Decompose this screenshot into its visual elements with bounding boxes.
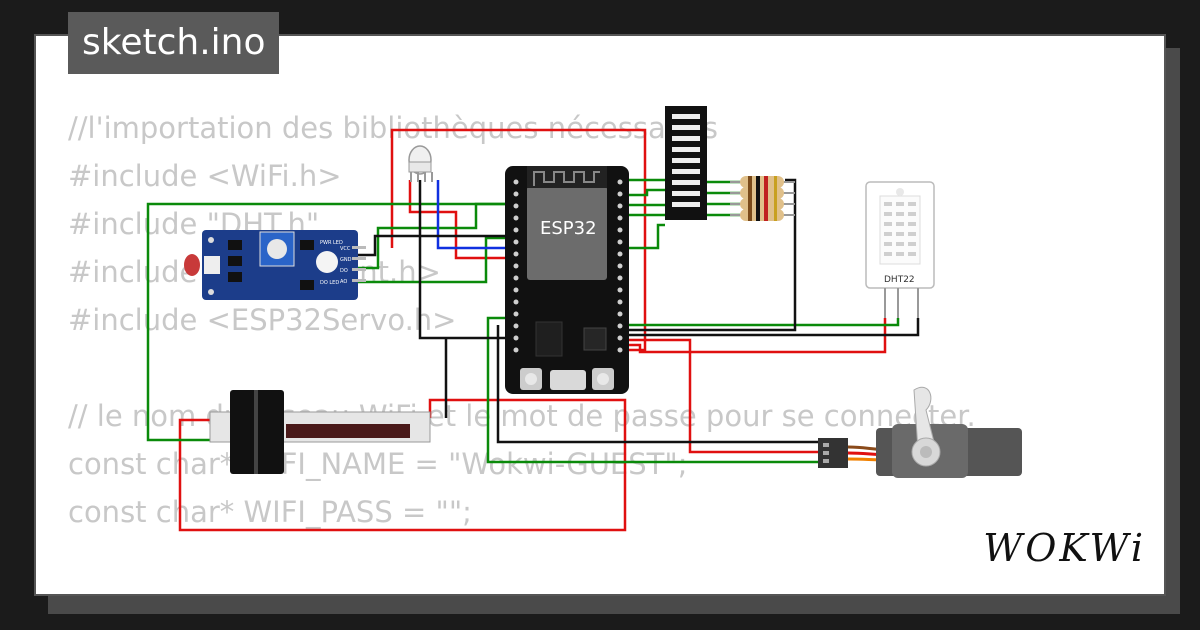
sketch-title: sketch.ino [68, 12, 280, 74]
wires [146, 128, 920, 532]
do-pin-label: DO [340, 268, 348, 274]
vcc-pin-label: VCC [340, 246, 351, 252]
esp32-board-icon[interactable]: ESP32 [505, 166, 629, 394]
code-line: #include <WiFi.h> [68, 159, 342, 193]
rgb-led-icon[interactable] [408, 145, 433, 182]
slide-potentiometer-icon[interactable] [209, 390, 431, 474]
do-led-label: DO LED [320, 280, 339, 286]
ao-pin-label: AO [340, 279, 347, 285]
code-line: #include <ESP32Servo.h> [68, 303, 457, 337]
gnd-pin-label: GND [340, 257, 352, 263]
code-line: //l'importation des bibliothèques nécess… [68, 111, 719, 145]
servo-motor-icon[interactable] [818, 387, 1022, 478]
code-line: const char* WIFI_PASS = ""; [68, 495, 472, 529]
ldr-module-icon[interactable]: PWR LED DO LED VCC GND DO AO [184, 230, 366, 300]
code-preview: //l'importation des bibliothèques nécess… [68, 104, 976, 536]
wokwi-logo: WOKWi [983, 526, 1146, 570]
dht22-label: DHT22 [884, 275, 915, 285]
dht22-sensor-icon[interactable]: DHT22 [865, 181, 935, 318]
esp32-label: ESP32 [540, 218, 597, 239]
led-bar-icon[interactable] [665, 106, 707, 220]
resistor-icon[interactable] [730, 176, 795, 221]
pwr-led-label: PWR LED [320, 240, 343, 246]
